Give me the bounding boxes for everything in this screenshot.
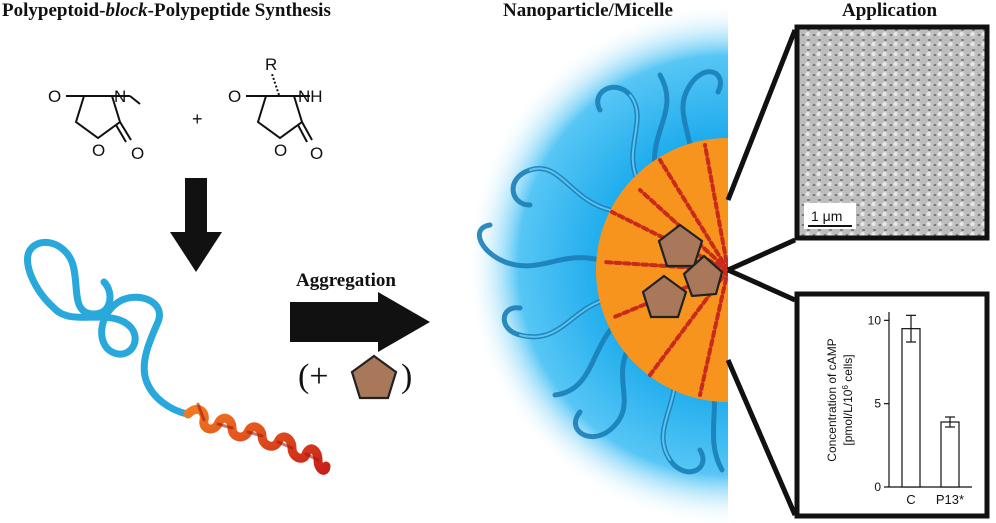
aggregation-paren-open: (+ [298,358,329,395]
drug-pentagon-icon [682,254,724,298]
synthesis-heading-post: -Polypeptide Synthesis [147,0,331,21]
y-tick-label: 0 [874,480,881,494]
monomer-2-bond [297,124,308,143]
monomer-1-o-carbonyl2: O [131,144,144,163]
monomer-2-o-carbonyl: O [228,87,241,106]
drug-pentagon-icon [350,354,398,400]
monomer-1-bond [115,124,127,143]
monomer-2-r-group: R [265,55,277,74]
synthesis-heading: Polypeptoid-block-Polypeptide Synthesis [2,0,331,22]
synthesis-heading-block: block [105,0,148,21]
monomer-1-o-carbonyl: O [48,87,61,106]
plus-sign: + [192,109,203,129]
synthesis-heading-pre: Polypeptoid- [2,0,106,21]
monomer-1-n: N [114,87,126,106]
micelle-core [596,138,728,402]
drug-pentagon-icon [657,223,704,268]
bar-chart: Concentration of cAMP [pmol/L/106 cells]… [825,312,972,507]
monomer-1-o-ring: O [92,141,105,160]
aggregation-arrow-icon [290,292,430,352]
callout-connectors [725,29,798,516]
aggregation-paren-close: ) [401,358,412,395]
monomer-2 [246,73,313,143]
polypeptide-helix [183,402,331,475]
monomer-1 [66,95,141,143]
monomer-2-o-carbonyl2: O [310,144,323,163]
sem-scale-box [804,203,856,229]
application-heading: Application [842,0,938,21]
monomer-2-o-ring: O [274,141,287,160]
monomer-2-stereo-bond [271,73,280,96]
bar [901,328,921,488]
monomer-2-ring [256,95,304,140]
bar [940,421,960,488]
monomer-2-bond [301,121,313,141]
aggregation-label: Aggregation [296,270,396,291]
monomer-1-methyl [129,95,141,105]
monomer-1-bond [119,121,132,141]
micelle [466,3,728,523]
y-axis-label-line1: Concentration of cAMP [825,338,839,461]
x-tick-label: P13* [936,492,964,507]
polypeptoid-chain [24,238,191,418]
x-tick-label: C [906,492,915,507]
sem-scale-label: 1 μm [811,208,842,224]
monomer-2-nh: NH [298,87,323,106]
y-tick-label: 10 [868,313,882,327]
y-tick-label: 5 [874,397,881,411]
sem-image [794,24,990,241]
drug-pentagon-icon [641,274,688,319]
monomer-1-ring [74,95,122,140]
nanoparticle-heading: Nanoparticle/Micelle [503,0,673,21]
y-axis-label-line2: [pmol/L/106 cells] [841,354,855,445]
down-arrow-icon [170,178,222,272]
